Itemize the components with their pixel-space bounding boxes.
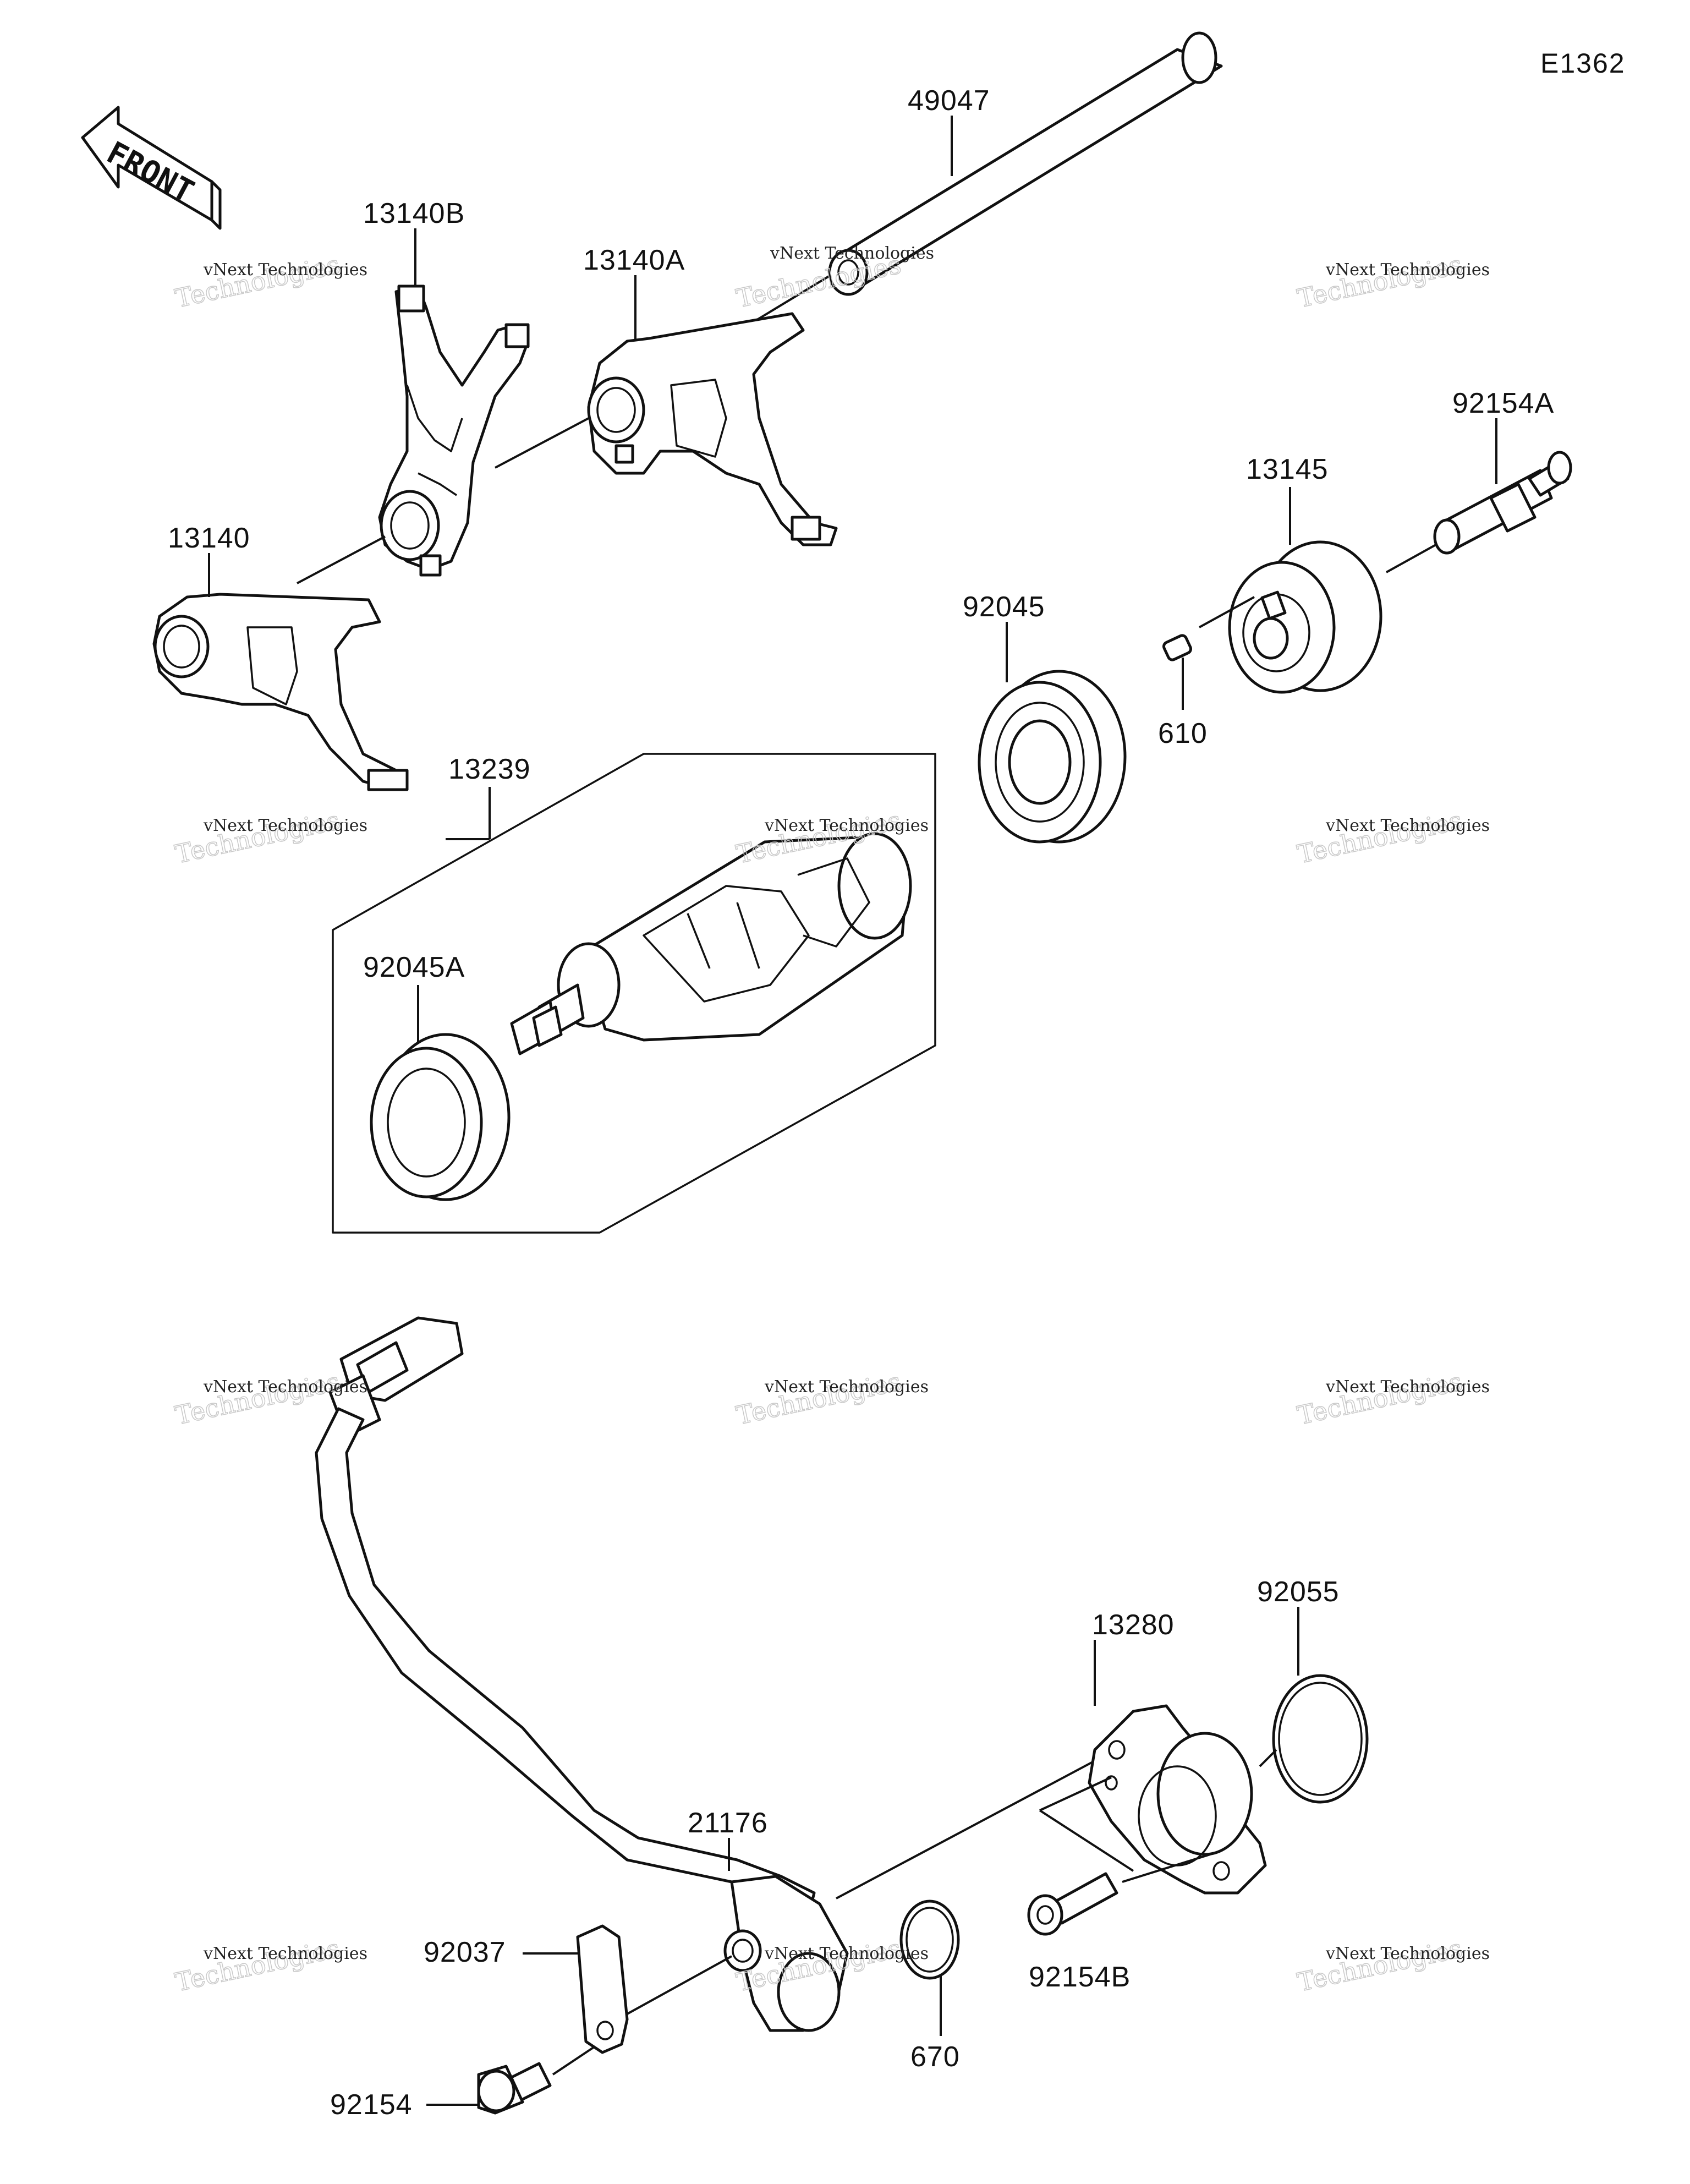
svg-text:Technologies: Technologies — [173, 249, 343, 313]
part-label-92154A: 92154A — [1452, 387, 1554, 419]
part-label-13145: 13145 — [1246, 453, 1329, 485]
svg-text:vNext Technologies: vNext Technologies — [1325, 816, 1490, 835]
part-label-92045: 92045 — [963, 591, 1045, 623]
svg-text:vNext Technologies: vNext Technologies — [203, 1944, 367, 1963]
svg-text:vNext Technologies: vNext Technologies — [764, 1944, 929, 1963]
front-arrow-icon: FRONT — [81, 106, 222, 230]
bolt-92154A — [1433, 451, 1572, 555]
bolt-92154 — [477, 2062, 552, 2115]
part-label-13140B: 13140B — [363, 198, 465, 229]
svg-text:vNext Technologies: vNext Technologies — [764, 1377, 929, 1397]
svg-text:vNext Technologies: vNext Technologies — [764, 816, 929, 835]
o-ring-670 — [899, 1900, 960, 1980]
part-label-49047: 49047 — [908, 85, 990, 117]
svg-text:vNext Technologies: vNext Technologies — [203, 816, 367, 835]
part-label-92154B: 92154B — [1029, 1961, 1131, 1993]
pin-610 — [1162, 634, 1192, 661]
shift-fork-13140A — [587, 312, 838, 546]
shift-fork-13140 — [152, 593, 409, 791]
svg-text:vNext Technologies: vNext Technologies — [770, 244, 934, 263]
shift-rod — [725, 31, 1223, 340]
svg-text:vNext Technologies: vNext Technologies — [1325, 1377, 1490, 1397]
svg-text:Technologies: Technologies — [1295, 1933, 1465, 1997]
plate-92037 — [576, 1924, 629, 2054]
part-label-13280: 13280 — [1092, 1609, 1175, 1641]
part-label-92037: 92037 — [424, 1936, 506, 1968]
svg-text:Technologies: Technologies — [734, 1366, 904, 1430]
svg-text:vNext Technologies: vNext Technologies — [203, 260, 367, 280]
o-ring-92055 — [1272, 1674, 1369, 1804]
part-label-92154: 92154 — [330, 2089, 413, 2121]
bearing-92045A — [370, 1033, 511, 1201]
diagram-ref: E1362 — [1540, 48, 1626, 79]
svg-text:Technologies: Technologies — [1295, 249, 1465, 313]
assembly-box-13239 — [332, 753, 936, 1234]
part-label-92045A: 92045A — [363, 951, 465, 983]
svg-text:Technologies: Technologies — [1295, 1366, 1465, 1430]
part-label-13140A: 13140A — [583, 244, 685, 276]
part-label-13239: 13239 — [448, 753, 531, 785]
svg-text:Technologies: Technologies — [173, 1933, 343, 1997]
svg-text:Technologies: Technologies — [173, 805, 343, 869]
shift-drum — [510, 832, 912, 1055]
part-label-13140: 13140 — [168, 522, 250, 554]
bolt-92154B — [1027, 1872, 1118, 1936]
shift-fork-13140B — [378, 284, 530, 577]
svg-text:Technologies: Technologies — [1295, 805, 1465, 869]
part-label-670: 670 — [910, 2041, 960, 2073]
svg-text:vNext Technologies: vNext Technologies — [1325, 1944, 1490, 1963]
svg-text:Technologies: Technologies — [173, 1366, 343, 1430]
part-label-610: 610 — [1158, 718, 1208, 749]
svg-text:vNext Technologies: vNext Technologies — [203, 1377, 367, 1397]
bearing-92045 — [978, 670, 1127, 844]
part-label-21176: 21176 — [688, 1807, 768, 1839]
svg-text:vNext Technologies: vNext Technologies — [1325, 260, 1490, 280]
gear-change-pedal-21176 — [315, 1316, 849, 2032]
part-label-92055: 92055 — [1257, 1576, 1340, 1608]
shift-drum-cam-13145 — [1228, 540, 1382, 694]
